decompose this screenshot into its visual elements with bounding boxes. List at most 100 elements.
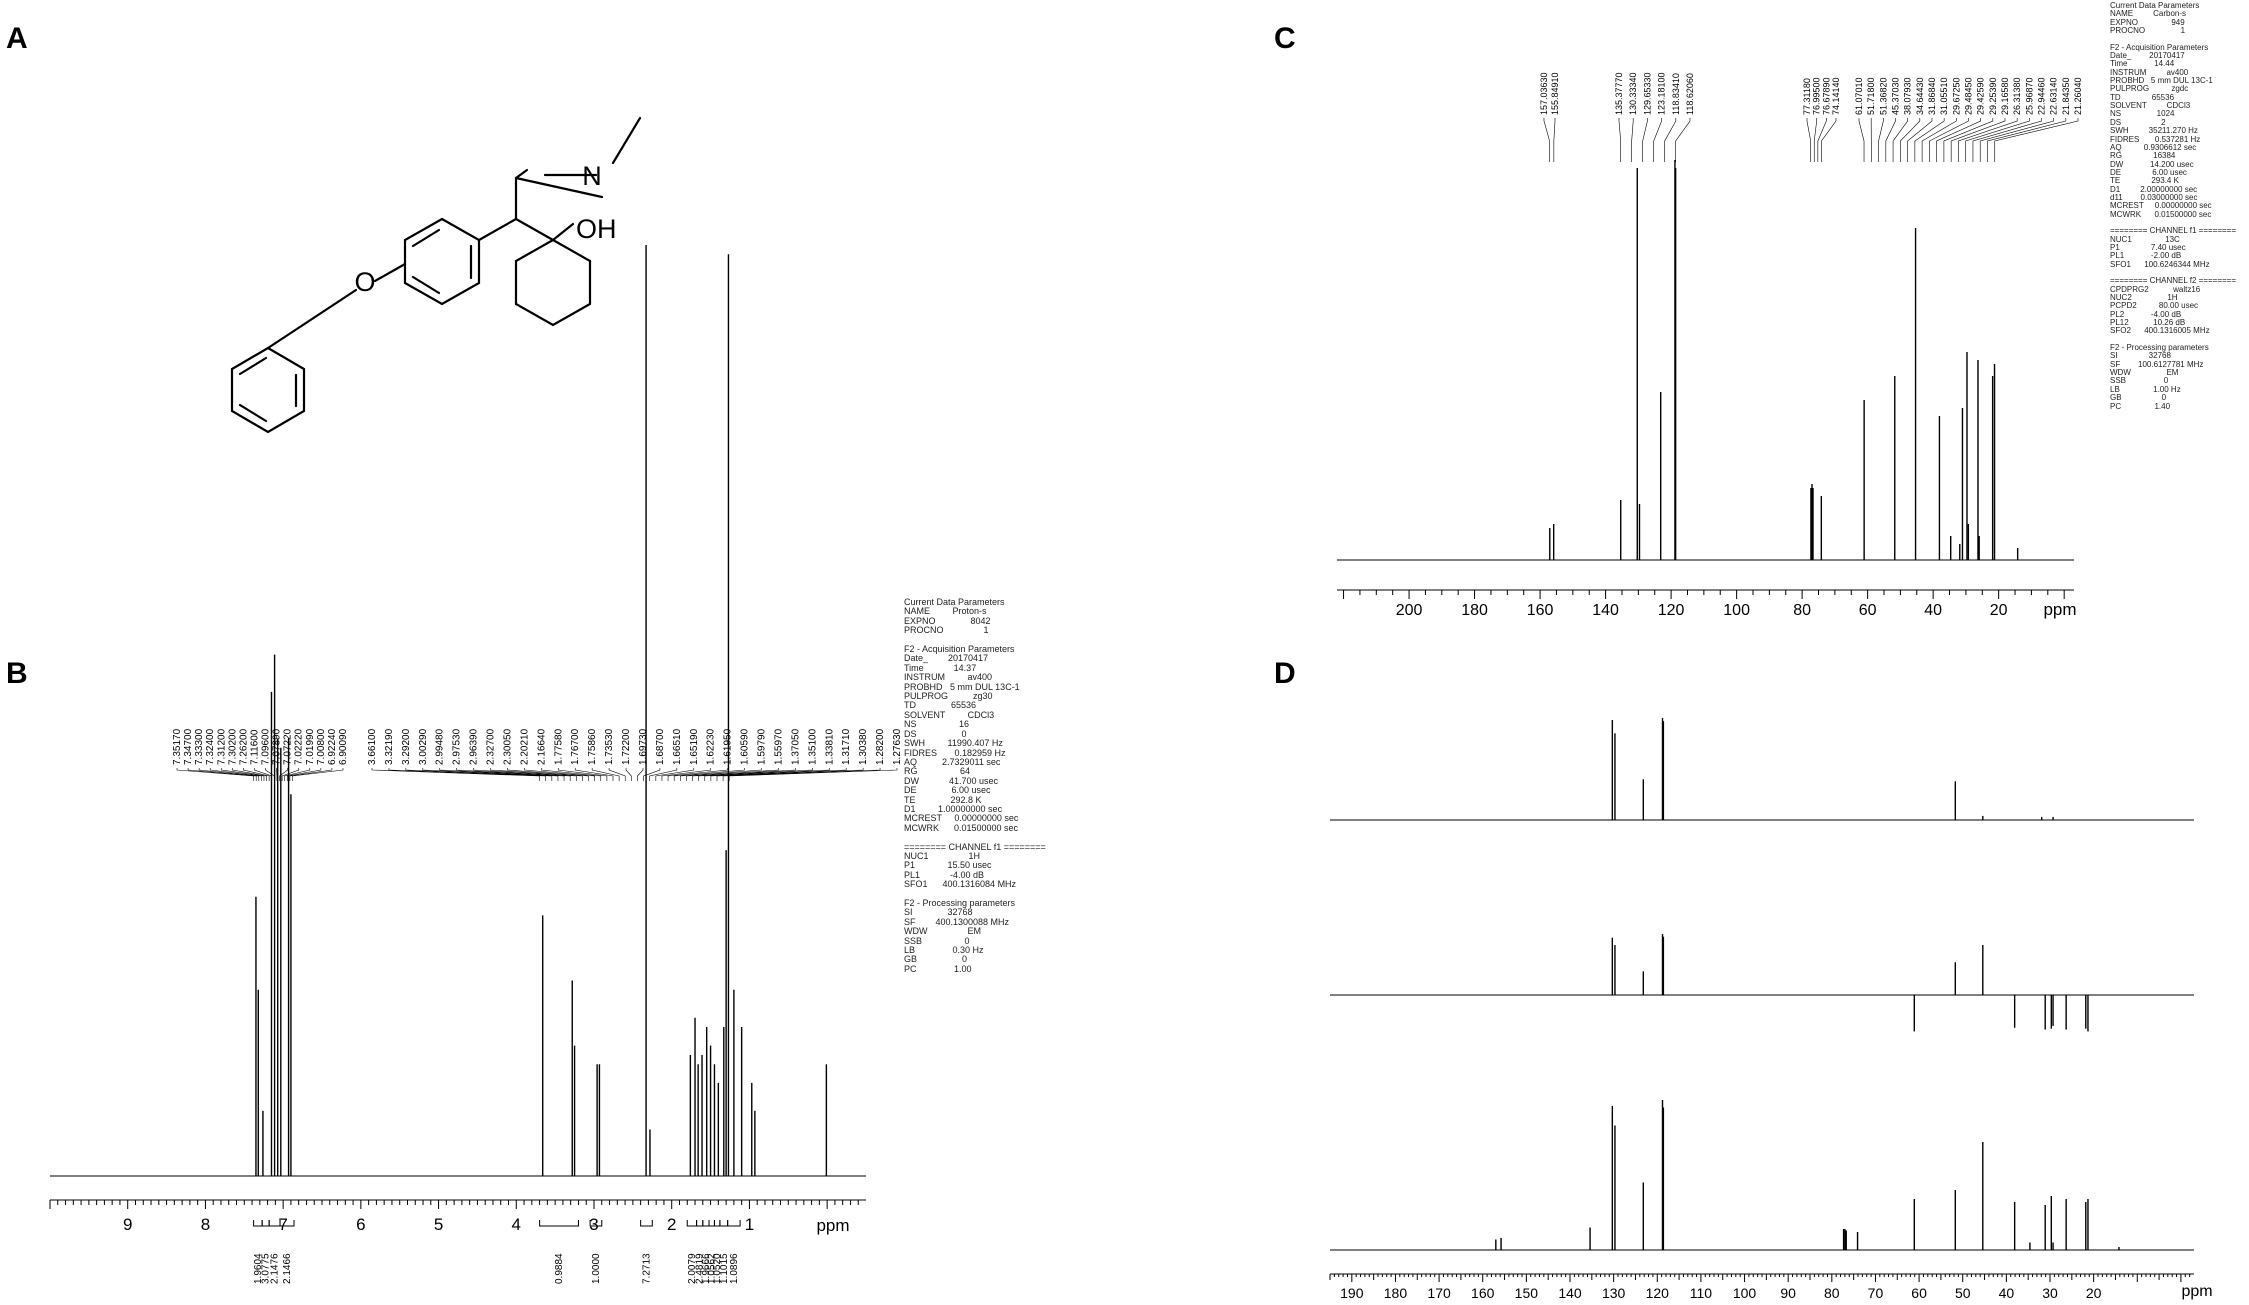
- peak-shift-label: 2.16640: [536, 728, 547, 765]
- peak-leader-line: [655, 768, 695, 781]
- cyclohexane-ring: [514, 238, 592, 327]
- peak-leader-line: [524, 768, 595, 781]
- panel-label-b: B: [6, 657, 28, 690]
- peak-leader-line: [456, 768, 571, 781]
- integral-value: 1.9666: [701, 1253, 712, 1284]
- peak-shift-label: 76.99500: [1812, 77, 1822, 115]
- aryl-ether-bond: [266, 288, 358, 350]
- peak-leader-line: [667, 768, 728, 781]
- integral-bracket: [253, 1220, 263, 1227]
- peak-shift-label: 1.77580: [553, 728, 564, 765]
- peak-leader-line: [1813, 118, 1817, 162]
- peak-shift-label: 7.33300: [194, 728, 205, 765]
- x-axis-c: [1337, 589, 2074, 599]
- peak-shift-label: 74.14140: [1831, 77, 1841, 115]
- peak-shift-label: 6.92240: [327, 728, 338, 765]
- peak-shift-label: 118.83410: [1671, 73, 1681, 115]
- integral-bracket: [708, 1220, 715, 1227]
- x-tick-label: 90: [1780, 1285, 1796, 1301]
- peak-leader-line: [1972, 118, 2042, 162]
- peak-shift-label: 1.75860: [587, 728, 598, 765]
- peak-shift-label: 31.86840: [1927, 77, 1937, 115]
- peak-leader-line: [1664, 118, 1677, 162]
- peak-shift-label: 1.65190: [689, 728, 700, 765]
- peak-shift-label: 2.20210: [519, 728, 530, 765]
- central-ring-inner-bond: [411, 275, 441, 295]
- integral-value: 7.2713: [641, 1253, 652, 1284]
- central-phenyl-ring: [403, 217, 481, 306]
- ch-to-cyclohexyl-bond: [514, 217, 555, 242]
- peak-shift-label: 3.29200: [401, 728, 412, 765]
- peak-leader-line: [1675, 118, 1691, 162]
- peak-leader-line: [1642, 118, 1648, 162]
- peak-shift-label: 1.33810: [824, 728, 835, 765]
- x-tick-label: 1: [745, 1215, 754, 1234]
- peak-shift-label: 29.25390: [1988, 77, 1998, 115]
- peak-shift-label: 1.73530: [604, 728, 615, 765]
- integral-value: 3.0775: [261, 1253, 272, 1284]
- peak-shift-label: 31.05510: [1939, 77, 1949, 115]
- peak-leader-line: [1878, 118, 1884, 162]
- peak-leader-line: [728, 768, 898, 781]
- x-tick-label: 120: [1646, 1285, 1670, 1301]
- peak-shift-label: 2.32700: [486, 728, 497, 765]
- integral-value: 1.1015: [719, 1253, 730, 1284]
- peak-leader-lines-c: [1543, 118, 2079, 162]
- peak-shift-label: 2.99480: [435, 728, 446, 765]
- x-tick-label: 140: [1558, 1285, 1582, 1301]
- x-tick-label: 160: [1471, 1285, 1495, 1301]
- peak-leader-line: [643, 768, 661, 781]
- phenoxy-ring-inner-bond: [238, 356, 268, 376]
- peak-leader-line: [286, 768, 322, 781]
- x-tick-label: 20: [2086, 1285, 2102, 1301]
- peak-shift-label: 7.34700: [183, 728, 194, 765]
- peak-leader-line: [422, 768, 559, 781]
- peak-leader-line: [1885, 118, 1896, 162]
- peak-shift-label: 7.26200: [238, 728, 249, 765]
- ch2-to-n-bond: [514, 168, 529, 180]
- x-tick-label: 190: [1340, 1285, 1364, 1301]
- peak-leader-line: [187, 768, 257, 781]
- central-ring-inner-bond: [411, 228, 441, 248]
- x-axis-unit-d: ppm: [2181, 1283, 2212, 1300]
- panel-label-a: A: [6, 22, 28, 55]
- integral-value: 1.9604: [253, 1253, 264, 1284]
- peak-leader-line: [704, 768, 830, 781]
- peak-shift-label: 3.00290: [418, 728, 429, 765]
- panel-label-c: C: [1274, 22, 1296, 55]
- peak-leader-line: [1914, 118, 1945, 162]
- peak-shift-label: 7.31200: [216, 728, 227, 765]
- oh-label: OH: [576, 214, 617, 244]
- x-tick-label: 20: [1990, 602, 2008, 619]
- peak-shift-label: 157.03630: [1539, 72, 1549, 115]
- peak-shift-label: 1.62230: [706, 728, 717, 765]
- c-to-oh-bond: [551, 222, 575, 242]
- x-tick-label: 100: [1723, 602, 1750, 619]
- n-methyl-bond: [611, 116, 642, 165]
- peak-shift-label: 118.62060: [1685, 73, 1695, 115]
- spectrum-c-parameters: Current Data Parameters NAME Carbon-s EX…: [2110, 1, 2237, 411]
- integral-bracket: [696, 1220, 704, 1227]
- x-tick-label: 180: [1461, 602, 1488, 619]
- peak-shift-label: 51.71800: [1866, 77, 1876, 115]
- peak-shift-label: 22.63140: [2049, 77, 2059, 115]
- peak-leader-line: [1817, 118, 1827, 162]
- peak-leader-line: [1958, 118, 2018, 162]
- peak-leader-line: [649, 768, 678, 781]
- peak-leader-line: [673, 768, 745, 781]
- x-tick-label: 5: [434, 1215, 443, 1234]
- peak-leader-line: [1965, 118, 2030, 162]
- peak-shift-label: 1.27630: [892, 728, 903, 765]
- x-axis-d: [1329, 1273, 2194, 1282]
- peak-leader-line: [716, 768, 864, 781]
- peak-leader-line: [591, 768, 620, 781]
- peak-shift-label: 21.84350: [2061, 77, 2071, 115]
- peak-shift-label: 1.69730: [638, 728, 649, 765]
- peak-leader-line: [1631, 118, 1634, 162]
- x-tick-label: 80: [1824, 1285, 1840, 1301]
- peak-shift-label: 29.16580: [2000, 77, 2010, 115]
- integral-value: 0.9884: [554, 1253, 565, 1284]
- integral-value: 2.1466: [282, 1253, 293, 1284]
- x-tick-label: 200: [1396, 602, 1423, 619]
